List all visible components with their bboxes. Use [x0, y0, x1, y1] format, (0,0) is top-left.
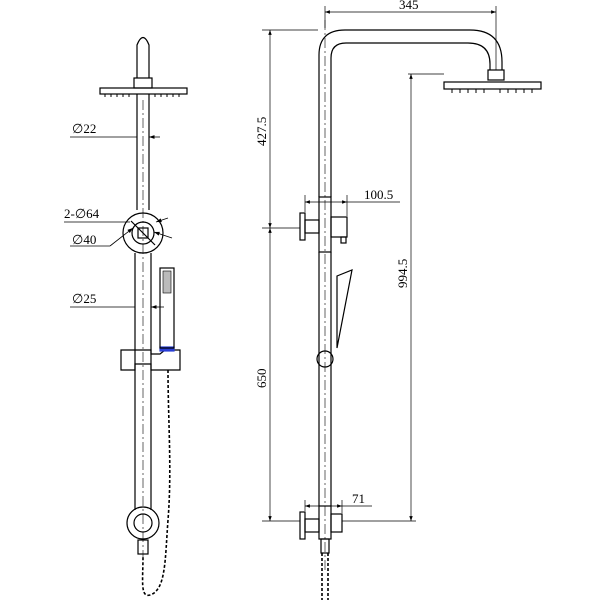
side-shower-head — [443, 81, 542, 90]
side-shower-arm-outer — [318, 29, 503, 197]
side-hose-nut — [320, 538, 330, 554]
side-diverter-knob — [330, 216, 348, 238]
front-hand-shower — [159, 267, 175, 349]
side-dimension-texts: 345 427.5 100.5 994.5 650 71 — [254, 0, 419, 506]
inlet-projection-label: 71 — [352, 491, 365, 506]
front-hand-shower-face — [162, 270, 172, 294]
front-slider-bracket — [120, 349, 181, 371]
front-view — [99, 36, 188, 596]
diverter-diameter-label: ∅40 — [72, 232, 96, 247]
diverter-leader-arrow — [153, 231, 173, 239]
front-head-connector — [133, 77, 153, 89]
side-bottom-stem — [304, 518, 320, 533]
side-head-connector — [487, 69, 505, 81]
total-height-label: 994.5 — [395, 259, 410, 288]
side-wall-plate — [299, 212, 306, 241]
front-wall-outlet-outer — [126, 506, 160, 540]
side-diverter-knob-tip — [340, 236, 347, 244]
outlet-diameter-label: 2-∅64 — [64, 206, 100, 221]
front-wall-outlet-inner — [133, 513, 153, 533]
side-dimension-lines — [262, 6, 497, 522]
front-shower-head-nozzles — [104, 94, 180, 97]
upper-height-label: 427.5 — [254, 117, 269, 146]
front-slider-badge — [159, 346, 175, 352]
front-shower-head — [99, 87, 188, 95]
diverter-leader-diag — [109, 227, 134, 247]
front-callouts — [64, 135, 173, 309]
side-view — [299, 20, 542, 600]
lower-height-label: 650 — [254, 369, 269, 389]
rail-diameter-label: ∅25 — [72, 291, 96, 306]
front-hose — [141, 369, 171, 596]
riser-diameter-label: ∅22 — [72, 121, 96, 136]
side-shower-head-nozzles — [451, 89, 533, 93]
side-diverter-stem — [304, 219, 320, 234]
side-bottom-knob — [330, 513, 343, 533]
side-shower-arm-inner — [330, 42, 491, 197]
side-bottom-wall-plate — [299, 511, 306, 540]
side-hand-shower — [336, 269, 353, 349]
diverter-projection-label: 100.5 — [364, 187, 393, 202]
front-gooseneck-tip — [136, 36, 150, 78]
arm-reach-label: 345 — [399, 0, 419, 12]
front-callout-texts: ∅22 2-∅64 ∅40 ∅25 — [64, 121, 100, 306]
front-hose-nut — [137, 539, 149, 555]
outlet-leader-arrow — [155, 217, 169, 223]
side-slider — [316, 350, 334, 368]
